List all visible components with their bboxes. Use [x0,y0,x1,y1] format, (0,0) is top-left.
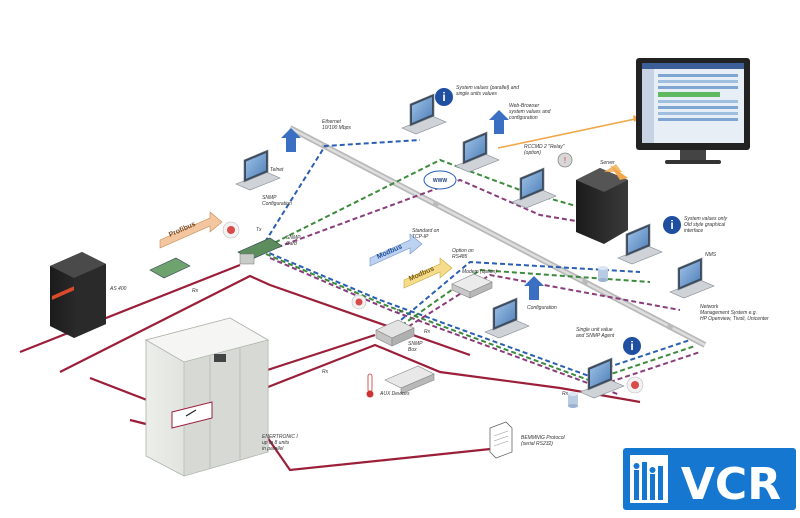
ethernet-label: Ethernet 10/100 Mbps [322,119,351,131]
tx-label-1: Tx [256,227,262,233]
connector-icons [222,221,644,394]
network-mgmt-label: Network Management System e.g. HP Openvi… [700,304,769,322]
ups-label: ENERTRONIC I up to 8 units in parallel [262,434,298,452]
database-icon [568,266,608,408]
rx-label-2: Rx [322,369,329,375]
tcpip-label: Standard on TCP-IP [412,228,440,240]
logo-text: VCR [681,459,781,510]
rx-label-1: Rx [192,288,199,294]
monitor-display [636,58,750,164]
www-label: WWW [433,178,447,184]
web-browser-label: Web-Browser system values and configurat… [509,103,551,121]
thermometer-icon [366,373,374,398]
modem-device [451,273,493,299]
rx-label-3: Rx [424,329,431,335]
info-icon: i i i [435,88,681,355]
rs485-label: Option on RS485 [452,248,474,260]
svg-text:i: i [630,339,633,353]
rx-label-4: Rx [562,391,569,397]
ups-cabinet [144,317,270,477]
server-label: Server [600,160,615,166]
vcr-logo: VCR [623,448,796,510]
svg-text:!: ! [564,156,566,165]
as400-label: AS 400 [110,286,127,292]
aux-label: AUX Devices [380,391,410,397]
www-cloud: WWW [423,170,457,190]
document-icon [489,421,513,459]
snmp-box-label: SNMP Box [408,341,423,353]
configuration-label: Configuration [527,305,557,311]
server-tower [576,164,628,244]
tx-label-2: Tx/ [396,309,403,315]
profibus-card [149,257,191,279]
rccmd-label: RCCMD 2 "Relay" (option) [524,144,565,156]
svg-text:i: i [442,90,445,104]
snmp-box [375,319,415,347]
single-unit-label: Single unit value and SNMP Agent [576,327,615,339]
svg-text:i: i [670,218,673,232]
ethernet-bus [288,125,707,348]
snmp-config-label: SNMP Configuration [262,195,292,207]
aux-device [384,365,435,395]
dashed-connections [261,139,701,396]
graphical-label: System values only Old style graphical i… [684,216,728,234]
modem-label: Modem (option) [462,269,498,275]
as400-server [50,252,106,338]
bemmnig-label: BEMMNIG Protocol (serial RS232) [521,435,565,447]
relay-badge: ! [557,152,573,168]
snmp-card [237,237,283,265]
telnet-label: Telnet [270,167,284,173]
nms-label: NMS [705,252,717,258]
upload-arrows [281,110,544,300]
system-values-label: System values (parallel) and single unit… [456,85,520,97]
snmp-card-label: SNMP Card [286,235,301,247]
